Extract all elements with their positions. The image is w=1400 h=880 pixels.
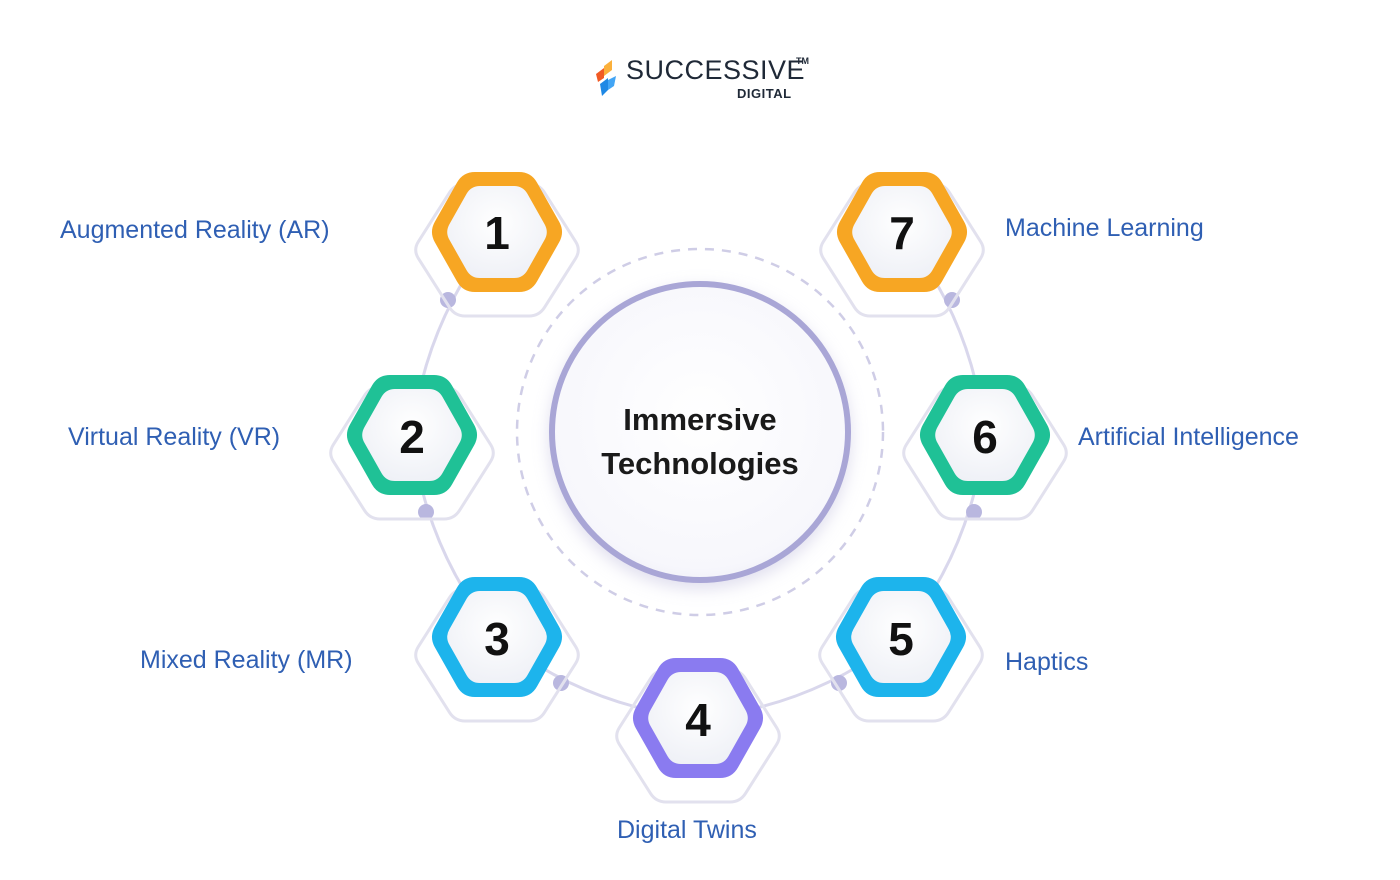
hexagon-node-3 xyxy=(414,577,580,723)
center-title-line1: Immersive xyxy=(623,402,777,437)
hexagon-shadow-outline-6 xyxy=(902,385,1068,521)
hexagon-nodes xyxy=(329,172,1068,804)
hexagon-node-6 xyxy=(902,375,1068,521)
brand-logo-icon xyxy=(596,60,616,96)
node-number-5: 5 xyxy=(888,613,914,665)
logo-mark-blue xyxy=(600,78,608,96)
hexagon-shadow-outline-4 xyxy=(615,668,781,804)
label-machine-learning: Machine Learning xyxy=(1005,214,1204,242)
center-dashed-ring xyxy=(515,247,885,617)
node-number-1: 1 xyxy=(484,207,510,259)
label-augmented-reality: Augmented Reality (AR) xyxy=(60,216,330,244)
logo-mark-orange xyxy=(604,60,612,76)
hexagon-inner-3 xyxy=(447,591,547,683)
hexagon-inner-2 xyxy=(362,389,462,481)
hexagon-node-1 xyxy=(414,172,580,318)
hexagon-inner-1 xyxy=(447,186,547,278)
hexagon-inner-4 xyxy=(648,672,748,764)
hexagon-shadow-outline-5 xyxy=(818,587,984,723)
hexagon-node-4 xyxy=(615,658,781,804)
hexagon-node-2 xyxy=(329,375,495,521)
hexagon-shadow-outline-1 xyxy=(414,182,580,318)
label-haptics: Haptics xyxy=(1005,648,1089,676)
hexagon-node-7 xyxy=(819,172,985,318)
brand-logo: SUCCESSIVE TM DIGITAL xyxy=(626,55,809,101)
center-solid-ring xyxy=(549,281,851,583)
hexagon-inner-5 xyxy=(851,591,951,683)
node-number-2: 2 xyxy=(399,411,425,463)
logo-mark-red xyxy=(596,68,604,82)
connector-dot-5 xyxy=(966,504,982,520)
hexagon-shadow-outline-2 xyxy=(329,385,495,521)
node-number-4: 4 xyxy=(685,694,711,746)
brand-trademark: TM xyxy=(796,56,809,66)
brand-subtitle: DIGITAL xyxy=(737,86,792,101)
center-circle xyxy=(515,247,885,617)
node-number-3: 3 xyxy=(484,613,510,665)
hexagon-node-5 xyxy=(818,577,984,723)
logo-mark-lightblue xyxy=(608,76,616,90)
connector-dot-4 xyxy=(831,675,847,691)
label-digital-twins: Digital Twins xyxy=(617,816,757,844)
brand-name: SUCCESSIVE xyxy=(626,55,806,85)
connector-dot-2 xyxy=(418,504,434,520)
hexagon-shadow-outline-3 xyxy=(414,587,580,723)
hexagon-inner-6 xyxy=(935,389,1035,481)
label-mixed-reality: Mixed Reality (MR) xyxy=(140,646,353,674)
hexagon-shadow-outline-7 xyxy=(819,182,985,318)
center-title-line2: Technologies xyxy=(601,446,799,481)
hexagon-inner-7 xyxy=(852,186,952,278)
label-virtual-reality: Virtual Reality (VR) xyxy=(68,423,281,451)
center-title: Immersive Technologies xyxy=(560,398,840,486)
node-number-7: 7 xyxy=(889,207,915,259)
label-artificial-intelligence: Artificial Intelligence xyxy=(1078,423,1299,451)
node-number-6: 6 xyxy=(972,411,998,463)
